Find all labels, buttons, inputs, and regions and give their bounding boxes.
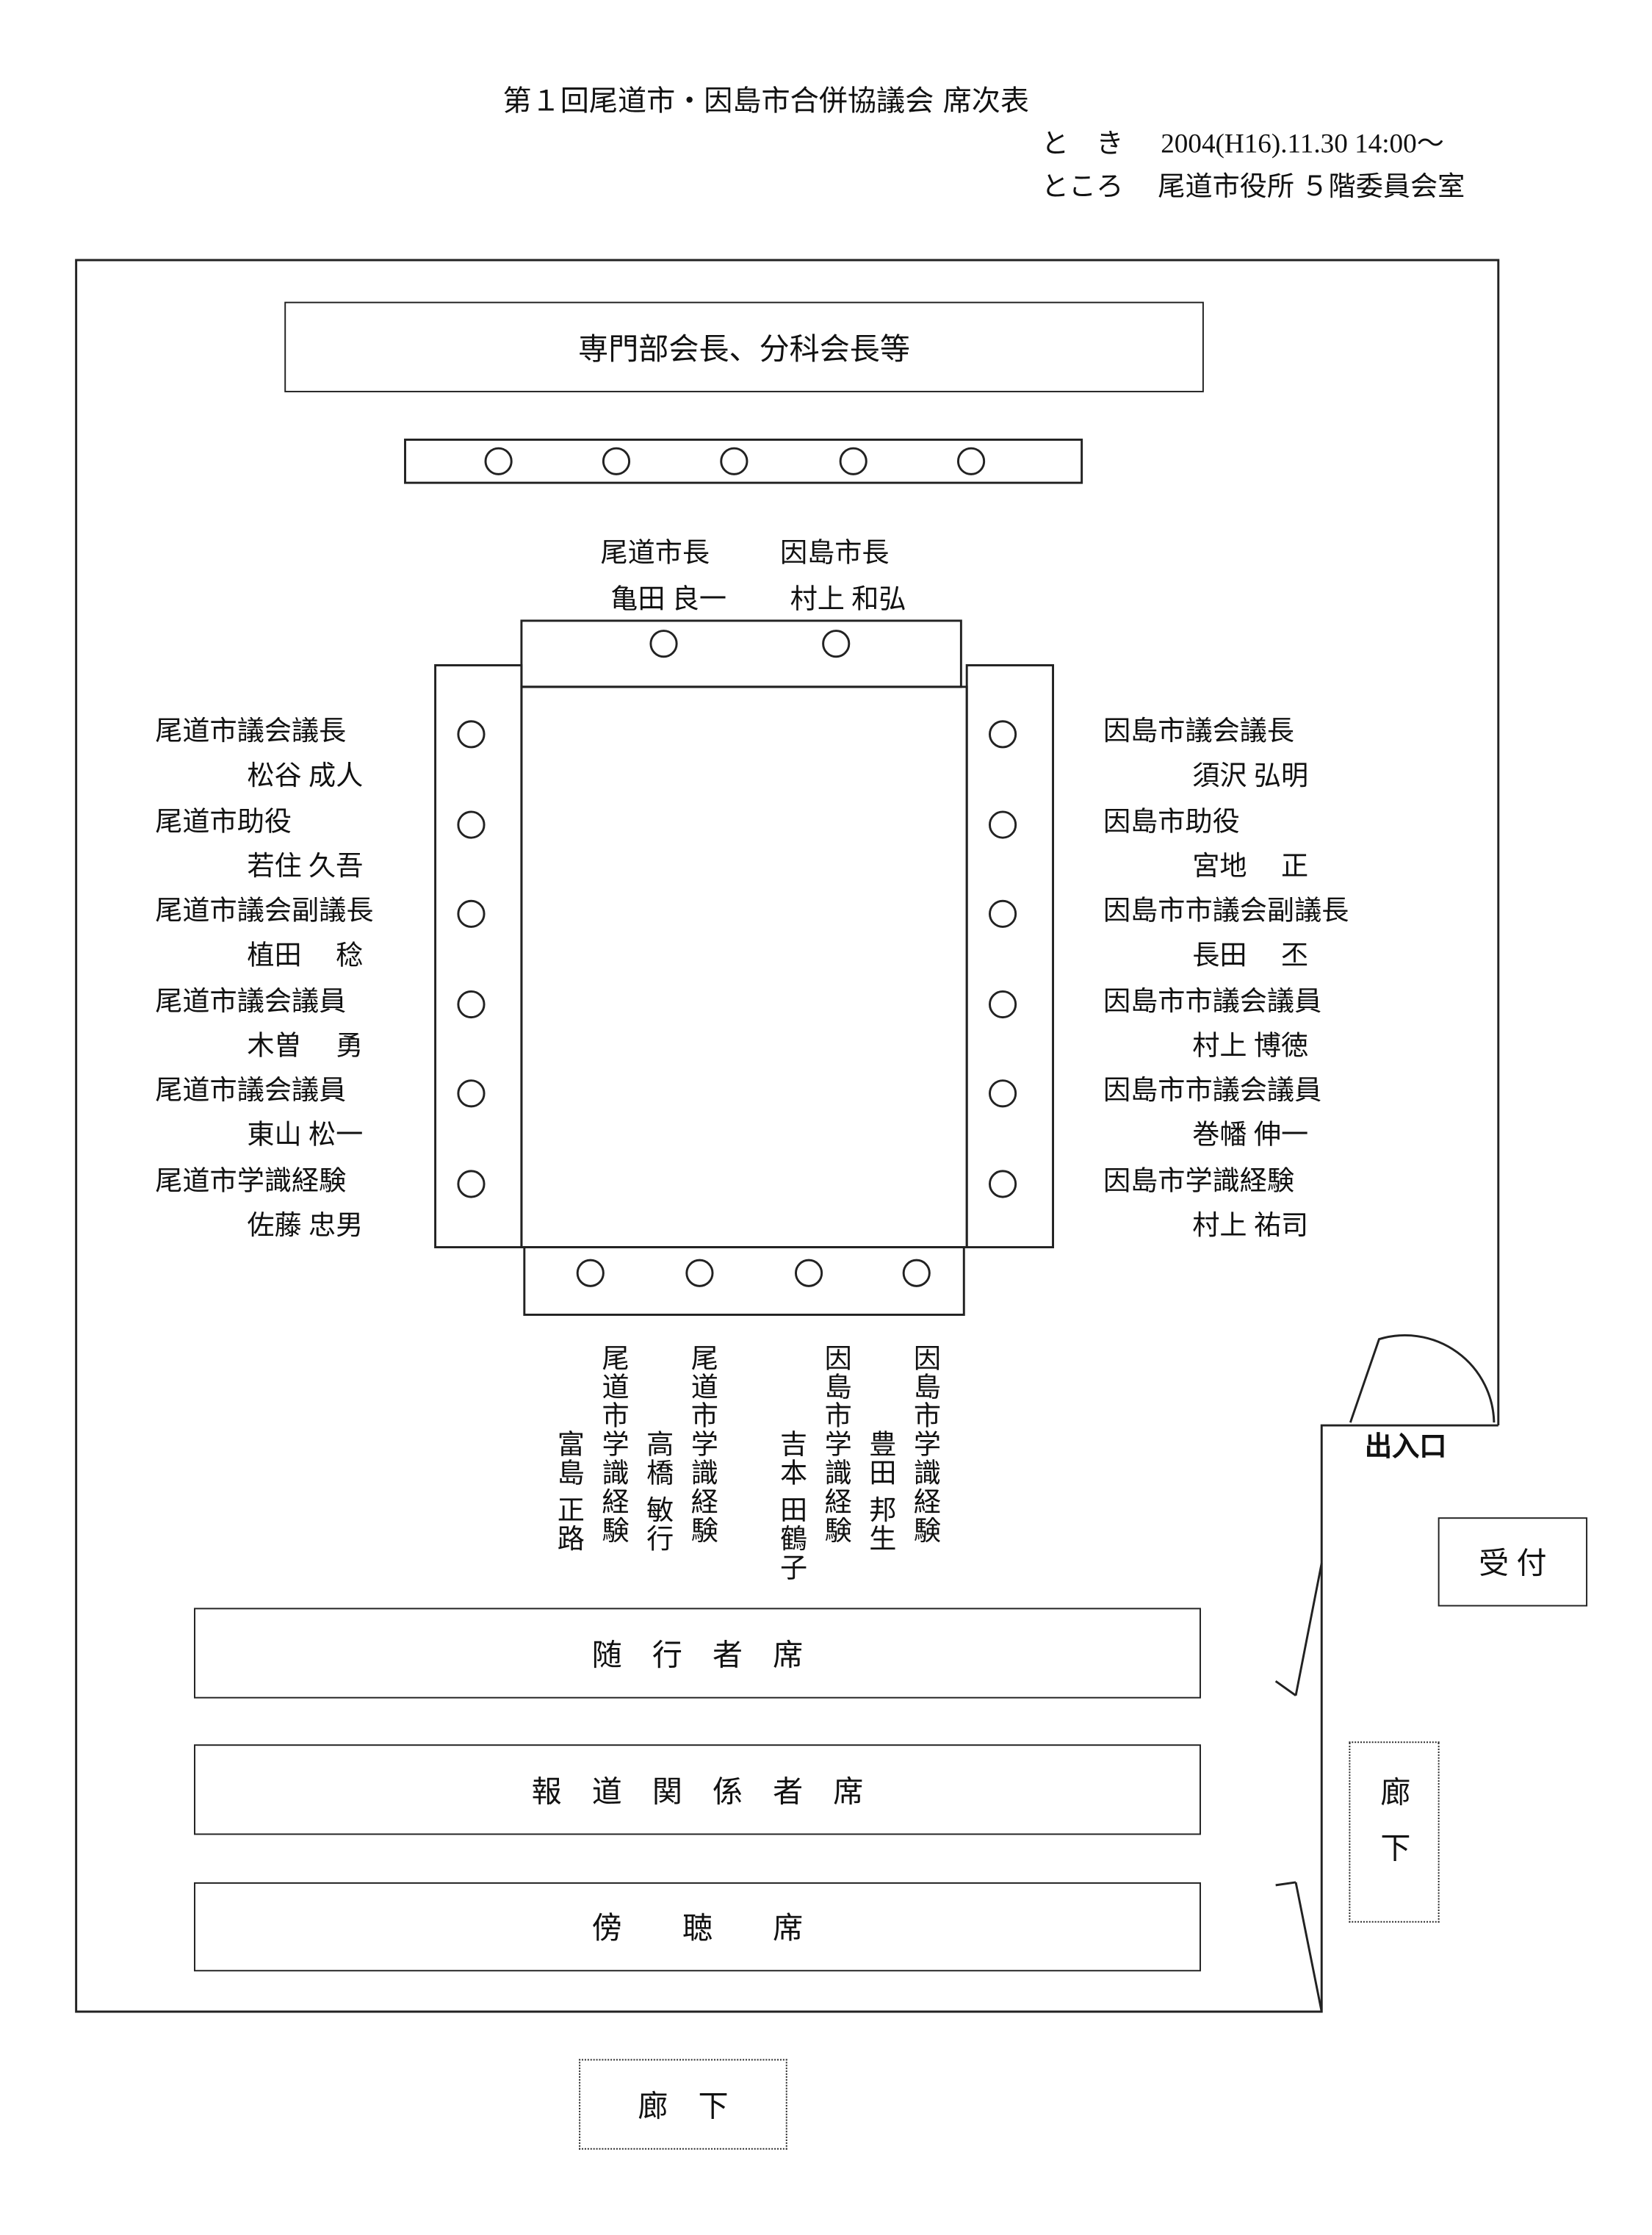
seat-bar [404, 438, 1083, 484]
seat-circle [989, 1079, 1017, 1108]
seat-circle [602, 447, 631, 475]
bottom-title: 尾道市学識経験 [597, 1343, 628, 1545]
seat-circle [576, 1259, 605, 1287]
side-door-lower [1275, 1881, 1323, 2012]
reception-box: 受 付 [1438, 1517, 1588, 1607]
left-seat-title: 尾道市学識経験 [155, 1167, 347, 1198]
left-seat-title: 尾道市議会議員 [155, 1076, 347, 1106]
left-seat-name: 佐藤 忠男 [247, 1211, 364, 1242]
left-seat-title: 尾道市議会議員 [155, 987, 347, 1018]
attendants-row: 随 行 者 席 [194, 1608, 1201, 1699]
seat-circle [822, 630, 851, 658]
seat-circle [457, 899, 486, 928]
seat-circle [457, 1079, 486, 1108]
top-table [520, 619, 962, 688]
where-label: ところ [1041, 172, 1124, 203]
seat-circle [989, 810, 1017, 839]
seat-circle [794, 1259, 823, 1287]
seat-circle [484, 447, 513, 475]
right-seat-title: 因島市市議会議員 [1103, 987, 1322, 1018]
left-seat-name: 東山 松一 [247, 1120, 364, 1151]
left-seat-name: 松谷 成人 [247, 761, 364, 792]
public-gallery-row: 傍 聴 席 [194, 1882, 1201, 1972]
left-seat-title: 尾道市議会副議長 [155, 896, 374, 927]
right-seat-name: 宮地 正 [1192, 852, 1309, 882]
side-door-upper [1274, 1563, 1323, 1696]
head-table: 専門部会長、分科会長等 [284, 301, 1204, 392]
left-seat-name: 若住 久吾 [247, 852, 364, 882]
right-seat-title: 因島市市議会副議長 [1103, 896, 1349, 927]
bottom-table [523, 1246, 965, 1316]
right-seat-title: 因島市議会議長 [1103, 716, 1295, 747]
seat-circle [989, 990, 1017, 1019]
seat-circle [956, 447, 986, 475]
left-seat-title: 尾道市助役 [155, 807, 292, 838]
entrance-label: 出入口 [1364, 1430, 1447, 1463]
seat-circle [649, 630, 678, 658]
where-value: 尾道市役所 ５階委員会室 [1158, 172, 1465, 203]
seat-circle [457, 810, 486, 839]
right-seat-title: 因島市助役 [1103, 807, 1240, 838]
bottom-name: 高橋 敏行 [642, 1429, 673, 1553]
bottom-name: 豊田 邦生 [865, 1429, 895, 1553]
seat-circle [989, 1170, 1017, 1198]
left-table [434, 664, 523, 1249]
corridor-bottom: 廊 下 [579, 2059, 787, 2150]
left-seat-name: 木曽 勇 [247, 1032, 364, 1062]
bottom-title: 尾道市学識経験 [686, 1343, 717, 1545]
bottom-name: 吉本 田鶴子 [776, 1429, 807, 1582]
mayor-title: 尾道市長 [600, 539, 710, 569]
right-seat-title: 因島市学識経験 [1103, 1167, 1295, 1198]
left-seat-name: 植田 稔 [247, 940, 364, 972]
bottom-name: 富島 正路 [552, 1429, 584, 1553]
bottom-title: 因島市学識経験 [820, 1343, 851, 1545]
mayor-name: 村上 和弘 [790, 584, 906, 616]
seat-circle [720, 447, 749, 475]
right-seat-name: 須沢 弘明 [1192, 761, 1309, 792]
seat-circle [839, 447, 868, 475]
corridor-side: 廊下 [1349, 1741, 1440, 1923]
seat-circle [685, 1259, 714, 1287]
seat-circle [902, 1259, 931, 1287]
room-wall [75, 259, 1500, 2013]
seat-circle [457, 990, 486, 1019]
seat-circle [989, 899, 1017, 928]
center-space [520, 685, 968, 1249]
right-seat-name: 長田 丕 [1192, 940, 1309, 972]
seat-circle [457, 720, 486, 749]
right-seat-title: 因島市市議会議員 [1103, 1076, 1322, 1106]
mayor-title: 因島市長 [779, 539, 890, 569]
when-label: と き [1041, 129, 1124, 160]
page-title: 第１回尾道市・因島市合併協議会 席次表 [502, 83, 1029, 118]
right-seat-name: 村上 博徳 [1192, 1032, 1309, 1062]
right-seat-name: 巻幡 伸一 [1192, 1120, 1309, 1151]
right-seat-name: 村上 祐司 [1192, 1211, 1309, 1242]
bottom-title: 因島市学識経験 [909, 1343, 940, 1545]
press-row: 報 道 関 係 者 席 [194, 1744, 1201, 1835]
when-value: 2004(H16).11.30 14:00～ [1161, 129, 1444, 160]
seat-circle [457, 1170, 486, 1198]
seat-circle [989, 720, 1017, 749]
left-seat-title: 尾道市議会議長 [155, 716, 347, 747]
right-table [965, 664, 1054, 1249]
mayor-name: 亀田 良一 [610, 584, 727, 616]
entrance-door-arc [1349, 1334, 1496, 1423]
